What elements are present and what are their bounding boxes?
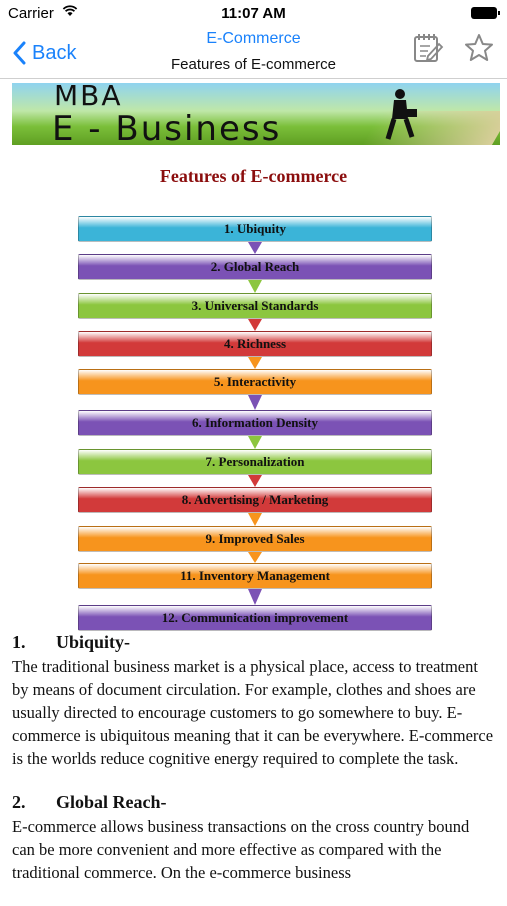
- article-content: 1. Ubiquity- The traditional business mar…: [12, 632, 496, 906]
- back-label: Back: [32, 41, 77, 64]
- banner-line1: MBA: [54, 83, 123, 112]
- flowchart-item: 1. Ubiquity: [78, 216, 432, 242]
- flowchart-arrow: [248, 436, 262, 449]
- section-number: 1.: [12, 632, 26, 652]
- section-heading: Global Reach-: [56, 792, 167, 812]
- star-icon[interactable]: [463, 32, 495, 69]
- mba-ebusiness-banner: MBA E - Business: [12, 83, 500, 145]
- flowchart-item: 7. Personalization: [78, 449, 432, 475]
- section-global-reach: 2. Global Reach- E-commerce allows busine…: [12, 792, 496, 884]
- banner-line2: E - Business: [52, 109, 282, 145]
- flowchart-item: 3. Universal Standards: [78, 293, 432, 319]
- flowchart-item: 9. Improved Sales: [78, 526, 432, 552]
- section-ubiquity: 1. Ubiquity- The traditional business mar…: [12, 632, 496, 770]
- flowchart-arrow: [248, 357, 262, 369]
- flowchart-arrow: [248, 280, 262, 293]
- flowchart-arrow: [248, 319, 262, 331]
- wifi-icon: [62, 4, 78, 22]
- flowchart-arrow: [248, 552, 262, 563]
- flowchart-item: 11. Inventory Management: [78, 563, 432, 589]
- nav-subtitle: Features of E-commerce: [170, 56, 337, 73]
- flowchart-item: 6. Information Density: [78, 410, 432, 436]
- navigation-bar: Back E-Commerce Features of E-commerce: [0, 26, 507, 79]
- note-edit-icon[interactable]: [412, 32, 444, 69]
- flowchart-arrow: [248, 589, 262, 605]
- flowchart-arrow: [248, 513, 262, 526]
- nav-title: E-Commerce: [206, 30, 301, 47]
- flowchart-item: 4. Richness: [78, 331, 432, 357]
- back-button[interactable]: Back: [12, 38, 76, 68]
- flowchart-item: 5. Interactivity: [78, 369, 432, 395]
- chevron-left-icon: [13, 41, 26, 65]
- status-bar: Carrier 11:07 AM: [0, 0, 507, 26]
- section-paragraph: E-commerce allows business transactions …: [12, 817, 470, 882]
- carrier-label: Carrier: [8, 5, 54, 22]
- features-heading: Features of E-commerce: [159, 166, 348, 186]
- flowchart-arrow: [248, 475, 262, 487]
- flowchart-item: 8. Advertising / Marketing: [78, 487, 432, 513]
- businessman-icon: [385, 89, 417, 140]
- flowchart-item: 12. Communication improvement: [78, 605, 432, 631]
- section-paragraph: The traditional business market is a phy…: [12, 657, 494, 768]
- section-heading: Ubiquity-: [56, 632, 131, 652]
- flowchart-arrow: [248, 395, 262, 410]
- flowchart-item: 2. Global Reach: [78, 254, 432, 280]
- clock: 11:07 AM: [221, 5, 286, 22]
- section-title: 2. Global Reach-: [12, 792, 496, 813]
- flowchart-arrow: [248, 242, 262, 254]
- section-number: 2.: [12, 792, 26, 812]
- section-title: 1. Ubiquity-: [12, 632, 496, 653]
- battery-icon: [471, 7, 500, 19]
